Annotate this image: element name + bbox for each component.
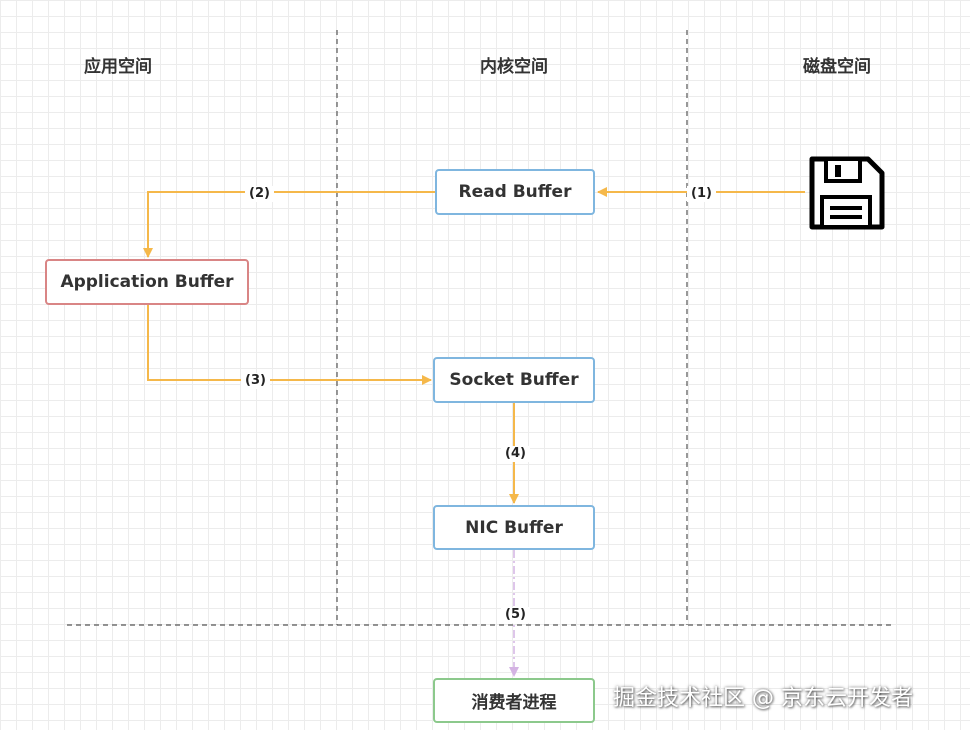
column-title-disk: 磁盘空间 xyxy=(803,57,871,77)
socket-buffer-box: Socket Buffer xyxy=(433,357,595,403)
floppy-disk-icon xyxy=(809,156,885,230)
arrow-application-to-socket-buffer xyxy=(147,305,432,385)
step-label-4: (4) xyxy=(501,446,530,462)
step-label-2: (2) xyxy=(245,186,274,202)
read-buffer-box: Read Buffer xyxy=(435,169,595,215)
nic-buffer-box: NIC Buffer xyxy=(433,505,595,550)
application-buffer-box: Application Buffer xyxy=(45,259,249,305)
column-title-kernel: 内核空间 xyxy=(480,57,548,77)
arrow-read-to-application-buffer xyxy=(143,191,436,258)
watermark-text: 掘金技术社区 @ 京东云开发者 xyxy=(613,686,913,711)
step-label-3: (3) xyxy=(241,373,270,389)
consumer-process-box: 消费者进程 xyxy=(433,678,595,723)
step-label-5: (5) xyxy=(501,607,530,623)
column-title-app: 应用空间 xyxy=(84,57,152,77)
step-label-1: (1) xyxy=(687,186,716,202)
